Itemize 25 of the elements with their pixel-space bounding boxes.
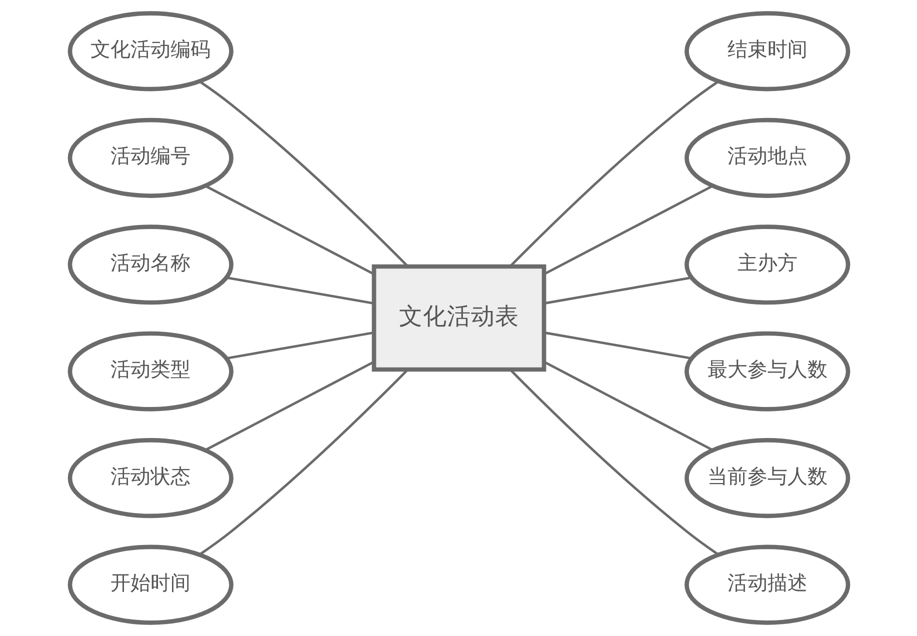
node-ellipse: 当前参与人数 [684,438,850,518]
node-ellipse: 活动编号 [67,118,233,198]
node-ellipse: 结束时间 [684,11,850,92]
connector [204,184,374,276]
node-ellipse: 活动地点 [684,118,850,198]
connector [508,368,718,556]
connector [544,276,691,305]
connector [204,360,374,452]
connector [226,331,374,360]
node-ellipse: 文化活动编码 [67,11,233,92]
connector [226,276,374,305]
connector [543,360,713,452]
node-box: 文化活动表 [371,264,546,372]
node-ellipse: 活动类型 [67,331,233,412]
connector [198,80,408,268]
node-ellipse: 最大参与人数 [684,331,850,412]
connector [198,368,408,556]
node-ellipse: 活动名称 [67,224,233,305]
connector [544,331,691,360]
node-ellipse: 开始时间 [67,544,233,625]
connector [543,184,713,276]
node-ellipse: 活动状态 [67,438,233,518]
connector [508,80,718,268]
node-ellipse: 活动描述 [684,544,850,625]
node-ellipse: 主办方 [684,224,850,305]
